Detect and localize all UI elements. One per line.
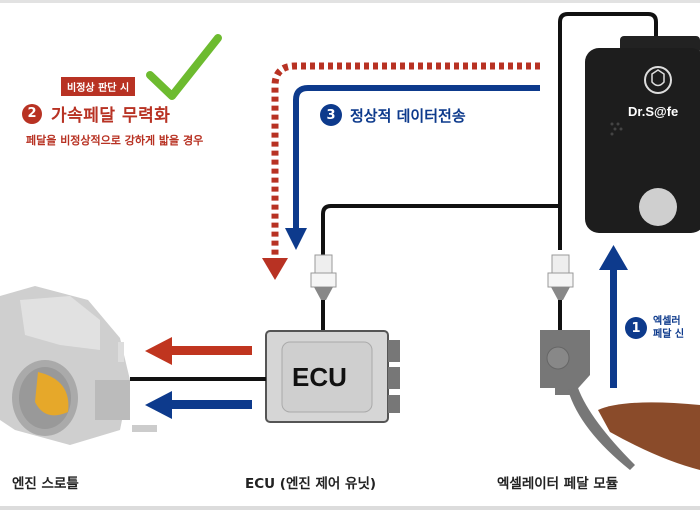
step-line: 엑셀러 (653, 316, 681, 327)
device-brand: Dr.S@fe (628, 104, 679, 119)
throttle-body (0, 286, 157, 445)
step2-subtitle: 페달을 비정상적으로 강하게 밟을 경우 (26, 134, 204, 147)
ecu-box (265, 330, 400, 423)
accelerator-pedal (540, 330, 700, 470)
caption-pedal: 엑셀레이터 페달 모듈 (497, 476, 619, 492)
device-button (639, 188, 677, 226)
caption-ecu: ECU (엔진 제어 유닛) (245, 476, 377, 492)
blue-up-arrow (599, 245, 628, 388)
step-number: 3 (320, 104, 342, 126)
step-number: 2 (22, 103, 42, 124)
step-number: 1 (625, 317, 647, 339)
drsafe-device (585, 36, 700, 233)
caption-throttle: 엔진 스로틀 (12, 476, 79, 492)
red-left-arrow (145, 337, 252, 365)
step2-heading: 2 가속페달 무력화 (22, 101, 170, 126)
step1-heading: 1 엑셀러 페달 신 (625, 315, 684, 341)
top-border (0, 0, 700, 3)
ecu-label: ECU (292, 362, 347, 392)
wire-device-loop (558, 12, 658, 250)
step-label: 정상적 데이터전송 (350, 106, 466, 125)
wire-ecu (321, 204, 560, 255)
connector-pedal (547, 254, 574, 300)
step-line: 페달 신 (653, 329, 685, 340)
step3-heading: 3 정상적 데이터전송 (320, 104, 466, 126)
step-label: 가속페달 무력화 (51, 106, 171, 126)
abnormal-badge: 비정상 판단 시 (61, 77, 136, 96)
blue-left-arrow (145, 391, 252, 419)
blue-data-arrow (285, 85, 540, 250)
green-check-icon (146, 34, 222, 100)
red-dotted-arrow (262, 62, 540, 280)
foot (598, 402, 700, 470)
bottom-border (0, 506, 700, 510)
connector-ecu (310, 254, 337, 300)
